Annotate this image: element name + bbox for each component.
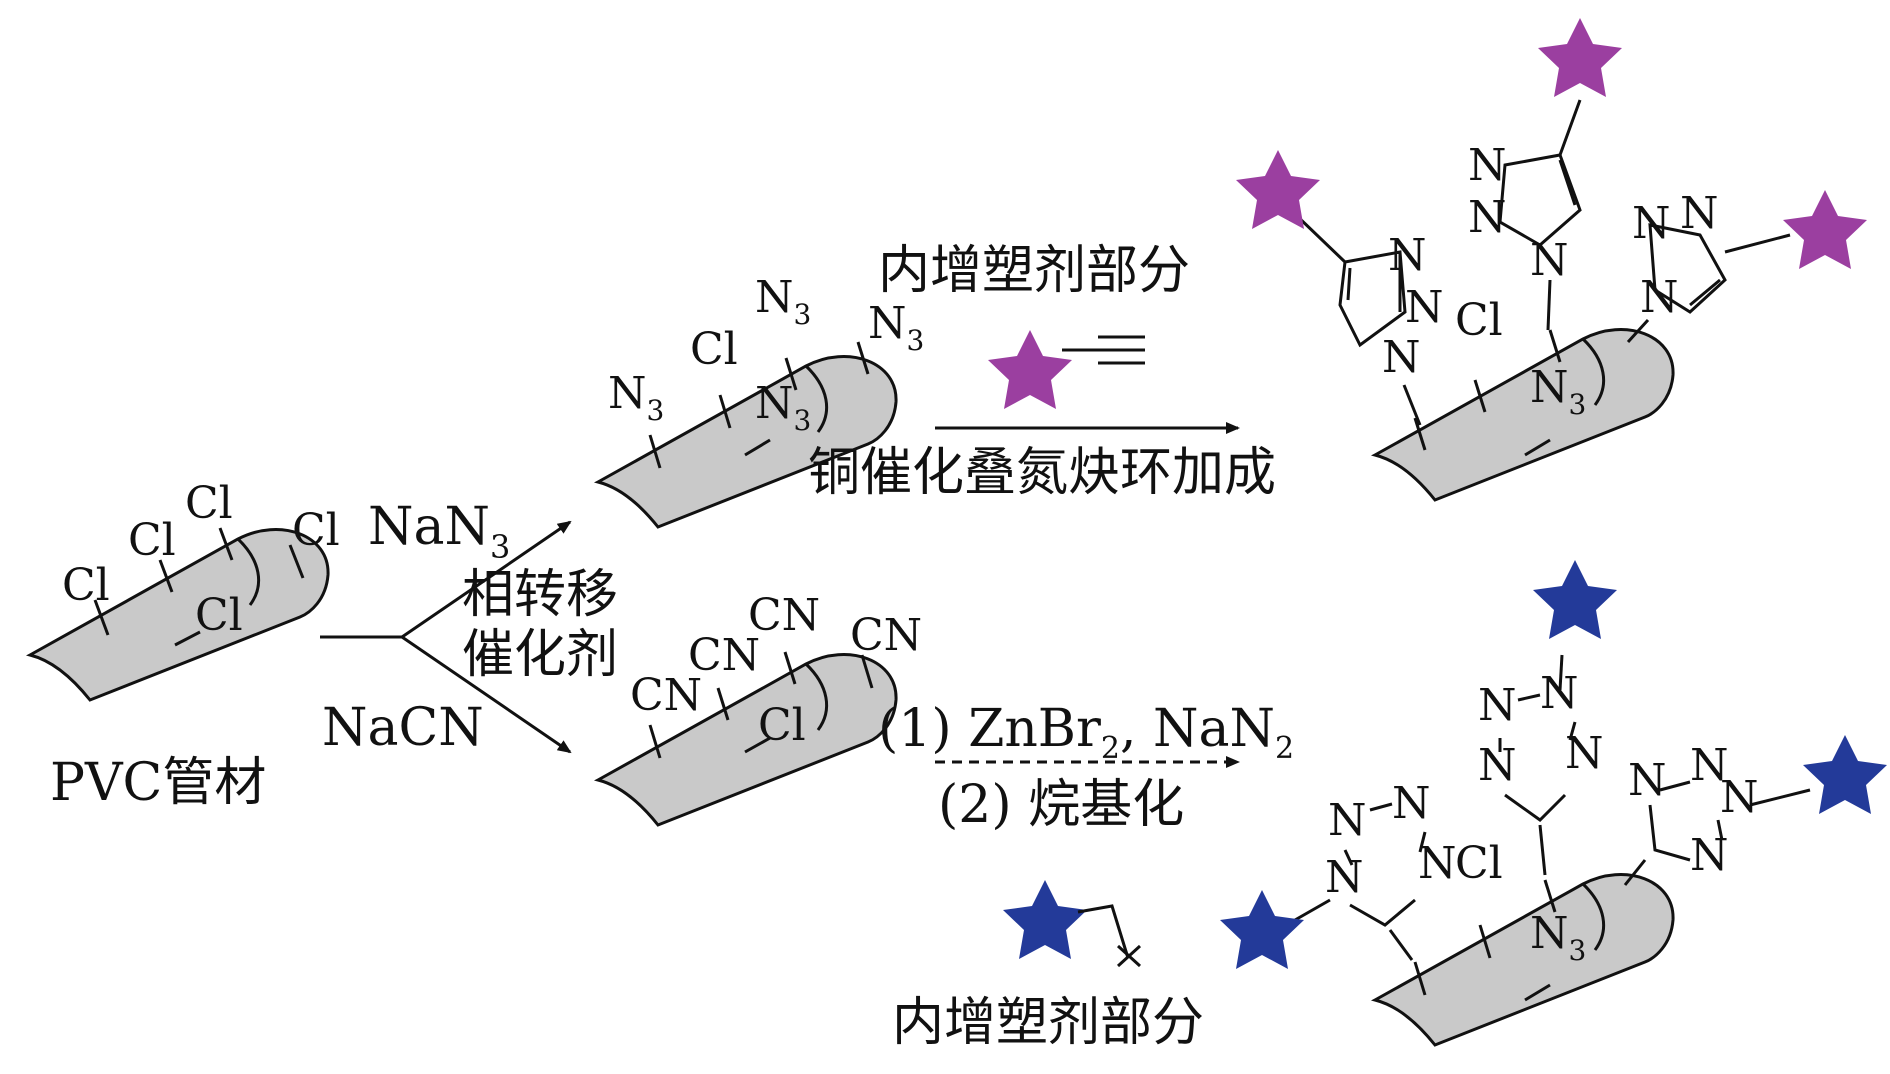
label-step2: (2) 烷基化	[938, 775, 1184, 835]
atom-cl: Cl	[128, 515, 176, 566]
atom-cn: CN	[748, 590, 820, 641]
atom-cl: Cl	[690, 324, 738, 375]
triazole-ring-left: N N N	[1236, 150, 1444, 426]
ptc-line1: 相转移	[462, 565, 618, 625]
atom-n: N	[1478, 680, 1517, 731]
pvc-label: PVC管材	[50, 753, 266, 813]
product-tetrazole-pipe	[1373, 873, 1675, 1047]
atom-n3: N3	[755, 378, 811, 437]
atom-cl: Cl	[62, 560, 110, 611]
tetrazole-ring-middle: N N N N	[1478, 560, 1617, 876]
atom-cn: CN	[850, 610, 922, 661]
atom-cl: Cl	[1455, 838, 1503, 889]
star-blue-icon	[1803, 735, 1887, 814]
star-purple-icon	[1236, 150, 1320, 229]
star-blue-icon	[1003, 880, 1087, 959]
atom-n3: N3	[755, 272, 811, 331]
atom-n: N	[1382, 332, 1421, 383]
atom-n: N	[1418, 838, 1457, 889]
atom-n: N	[1328, 795, 1367, 846]
atom-n: N	[1632, 198, 1671, 249]
atom-n: N	[1405, 282, 1444, 333]
reagent-nan3: NaN3	[368, 497, 510, 566]
atom-n: N	[1468, 140, 1507, 191]
atom-cn: CN	[688, 630, 760, 681]
star-purple-icon	[1538, 18, 1622, 97]
atom-cl: Cl	[758, 700, 806, 751]
pvc-pipe	[28, 527, 330, 702]
alkyne-reagent	[988, 330, 1145, 409]
atom-cl: Cl	[185, 478, 233, 529]
azide-groups: N3 Cl N3 N3 N3	[608, 272, 924, 437]
star-purple-icon	[1783, 190, 1867, 269]
atom-n3: N3	[608, 368, 664, 427]
reagent-nacn: NaCN	[322, 698, 484, 758]
label-step1: (1) ZnBr2, NaN2	[878, 699, 1294, 766]
atom-n: N	[1530, 235, 1569, 286]
atom-n: N	[1325, 852, 1364, 903]
atom-n3: N3	[1530, 362, 1586, 421]
atom-n: N	[1478, 740, 1517, 791]
atom-cn: CN	[630, 670, 702, 721]
atom-cl: Cl	[1455, 295, 1503, 346]
tetrazole-ring-right: N N N N	[1623, 735, 1887, 886]
ptc-line2: 催化剂	[462, 625, 618, 685]
triazole-ring-right: N N N	[1626, 188, 1867, 344]
nitrile-pipe	[596, 651, 898, 827]
star-purple-icon	[988, 330, 1072, 409]
atom-n: N	[1388, 230, 1427, 281]
product-triazole-pipe	[1373, 328, 1675, 502]
label-internal-plasticizer-top: 内增塑剂部分	[878, 241, 1190, 301]
label-cuaac: 铜催化叠氮炔环加成	[808, 443, 1276, 503]
atom-n: N	[1680, 188, 1719, 239]
star-blue-icon	[1533, 560, 1617, 639]
atom-n: N	[1392, 778, 1431, 829]
triazole-ring-middle: N N N	[1468, 18, 1622, 331]
azide-pipe	[596, 341, 898, 529]
branch-arrows	[320, 520, 572, 754]
atom-n: N	[1720, 772, 1759, 823]
atom-n: N	[1690, 740, 1729, 791]
atom-n3: N3	[868, 298, 924, 357]
atom-cl: Cl	[195, 590, 243, 641]
atom-n: N	[1540, 668, 1579, 719]
nitrile-groups: CN CN CN CN Cl	[630, 590, 922, 751]
atom-n3: N3	[1530, 908, 1586, 967]
label-internal-plasticizer-bottom: 内增塑剂部分	[892, 993, 1204, 1053]
atom-cl: Cl	[292, 505, 340, 556]
alkylating-agent	[1003, 880, 1142, 968]
tetrazole-ring-left: N N N N	[1220, 778, 1457, 969]
pvc-chlorines: Cl Cl Cl Cl Cl	[62, 478, 340, 641]
star-blue-icon	[1220, 890, 1304, 969]
atom-n: N	[1640, 272, 1679, 323]
atom-n: N	[1468, 192, 1507, 243]
atom-n: N	[1628, 755, 1667, 806]
